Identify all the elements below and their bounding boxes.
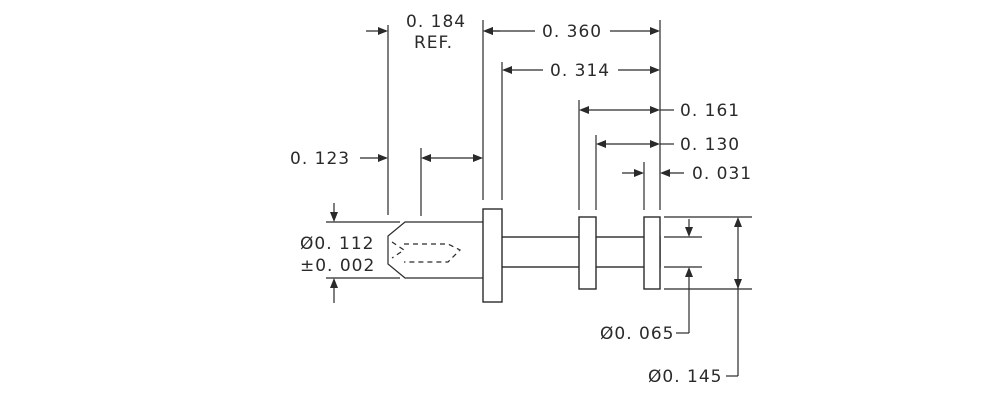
dim-label-0314: 0. 314: [550, 61, 610, 81]
dim-0314: 0. 314: [502, 61, 660, 81]
dim-0184-ref: 0. 184 REF.: [366, 12, 500, 53]
pin-part-outline: [387, 208, 661, 303]
extension-lines: [326, 20, 752, 290]
pin-tip-outline: [387, 221, 483, 279]
dim-dia-0145: Ø0. 145: [648, 217, 742, 387]
dim-0130: 0. 130: [596, 135, 740, 155]
dim-label-0031: 0. 031: [692, 164, 752, 184]
dim-label-0130: 0. 130: [680, 135, 740, 155]
dim-label-dia-0065: Ø0. 065: [600, 324, 674, 344]
dim-label-ref: REF.: [414, 33, 453, 53]
dim-label-dia-0112: Ø0. 112: [300, 234, 374, 254]
dim-0161: 0. 161: [579, 101, 740, 121]
hidden-bore-line: [391, 241, 406, 259]
dim-label-0184: 0. 184: [406, 12, 466, 32]
dim-0123: 0. 123: [290, 149, 483, 169]
dim-label-0161: 0. 161: [680, 101, 740, 121]
dim-dia-0112: Ø0. 112 ±0. 002: [300, 203, 375, 303]
dim-0031: 0. 031: [622, 164, 752, 184]
dim-0360: 0. 360: [483, 22, 660, 42]
collar-2: [643, 216, 661, 290]
dim-label-0123: 0. 123: [290, 149, 350, 169]
collar-1: [578, 216, 597, 290]
dim-dia-0065: Ø0. 065: [600, 219, 693, 344]
dim-label-0360: 0. 360: [542, 22, 602, 42]
head-flange: [482, 208, 503, 303]
dim-label-dia-0145: Ø0. 145: [648, 367, 722, 387]
dim-label-tol-0002: ±0. 002: [300, 256, 375, 276]
hidden-bore-line: [404, 243, 462, 263]
